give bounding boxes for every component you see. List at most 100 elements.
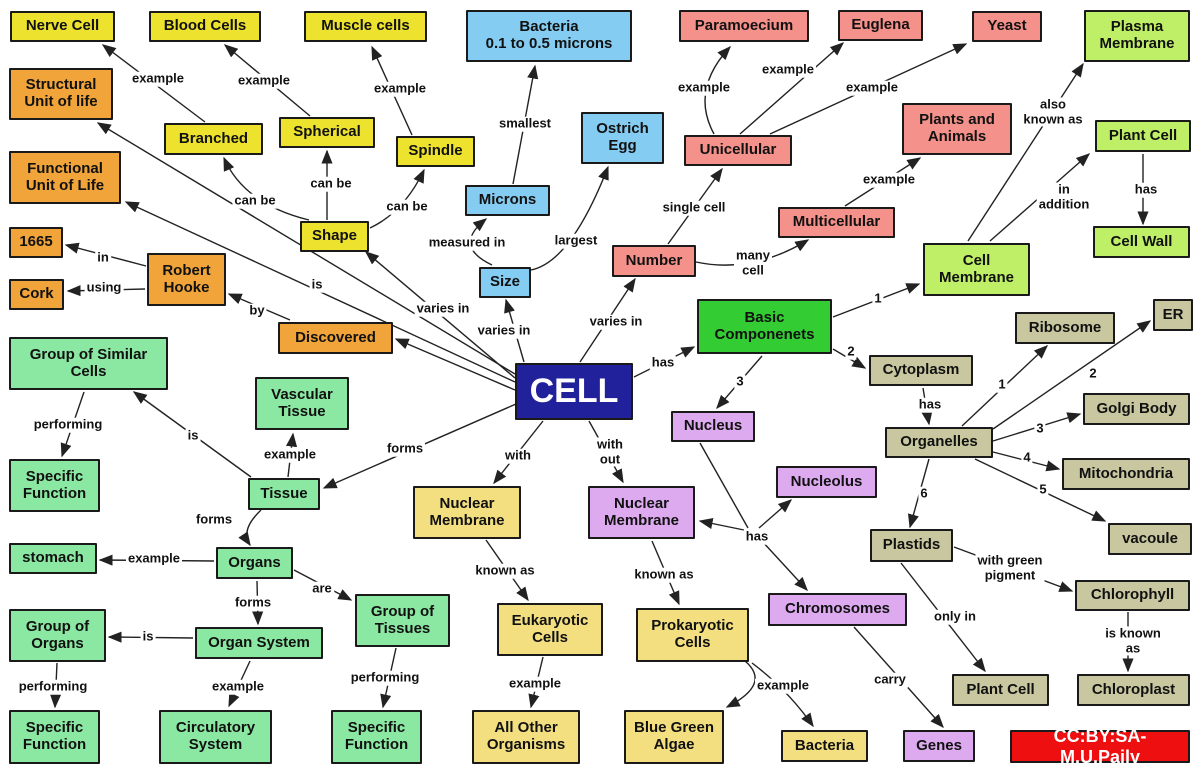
node-circulatory-system: Circulatory System xyxy=(159,710,272,764)
node-cork: Cork xyxy=(9,279,64,310)
edge-label-shape-to-spindle: can be xyxy=(384,198,430,215)
edge-label-size-to-ostrich-egg: largest xyxy=(552,232,600,249)
edge-label-number-to-multicellular: many cell xyxy=(734,247,772,278)
node-plasma-membrane: Plasma Membrane xyxy=(1084,10,1190,62)
edge-label-organs-to-organ-system: forms xyxy=(232,594,274,611)
edge-label-size-to-microns: measured in xyxy=(426,234,508,251)
edge-label-cell-membrane-to-plant-cell-top: in addition xyxy=(1036,181,1092,212)
edge-label-organelles-to-er: 2 xyxy=(1087,365,1099,382)
edge-label-robert-hooke-to-year-1665: in xyxy=(95,249,111,266)
edge-label-group-of-organs-to-specific-function-2: performing xyxy=(16,678,90,695)
edge-label-cell-to-shape: varies in xyxy=(414,300,472,317)
node-functional-unit: Functional Unit of Life xyxy=(9,151,121,204)
edge-label-organelles-to-vacoule: 5 xyxy=(1037,481,1049,498)
edge-has-fork-to-chromosomes xyxy=(760,539,808,592)
edge-label-spindle-to-muscle-cells: example xyxy=(371,80,429,97)
node-tissue: Tissue xyxy=(248,478,320,510)
node-ostrich-egg: Ostrich Egg xyxy=(581,112,664,164)
node-chromosomes: Chromosomes xyxy=(768,593,907,626)
edge-label-multicellular-to-plants-and-animals: example xyxy=(860,171,918,188)
edge-label-organelles-to-mitochondria: 4 xyxy=(1021,449,1033,466)
edge-shape-to-branched xyxy=(223,156,310,221)
node-plant-cell-top: Plant Cell xyxy=(1095,120,1191,152)
node-specific-function-1: Specific Function xyxy=(9,459,100,512)
edge-label-shape-to-branched: can be xyxy=(232,192,278,209)
node-nuclear-membrane-without: Nuclear Membrane xyxy=(588,486,695,539)
node-organs: Organs xyxy=(216,547,293,579)
node-cell: CELL xyxy=(515,363,633,420)
node-cytoplasm: Cytoplasm xyxy=(869,355,973,386)
edge-label-basic-components-to-cell-membrane: 1 xyxy=(872,290,884,307)
edge-label-chromosomes-to-genes: carry xyxy=(872,671,908,688)
edge-label-spherical-to-blood-cells: example xyxy=(235,72,293,89)
edge-label-robert-hooke-to-cork: using xyxy=(84,279,124,296)
node-structural-unit: Structural Unit of life xyxy=(9,68,113,120)
node-nucleus: Nucleus xyxy=(671,411,755,442)
node-branched: Branched xyxy=(164,123,263,155)
node-plastids: Plastids xyxy=(870,529,953,562)
node-specific-function-2: Specific Function xyxy=(9,710,100,764)
node-spindle: Spindle xyxy=(396,136,475,167)
edge-label-tissue-to-vascular-tissue: example xyxy=(261,446,319,463)
node-basic-components: Basic Componenets xyxy=(697,299,832,354)
node-year-1665: 1665 xyxy=(9,227,63,258)
edge-label-organelles-to-plastids: 6 xyxy=(918,485,930,502)
node-multicellular: Multicellular xyxy=(778,207,895,238)
edge-label-cell-to-tissue: forms xyxy=(384,440,426,457)
node-nucleolus: Nucleolus xyxy=(776,466,877,498)
node-bacteria-size: Bacteria 0.1 to 0.5 microns xyxy=(466,10,632,62)
edge-label-basic-components-to-nucleus: 3 xyxy=(734,373,746,390)
node-vascular-tissue: Vascular Tissue xyxy=(255,377,349,430)
node-genes: Genes xyxy=(903,730,975,762)
edge-label-nuclear-membrane-with-to-eukaryotic-cells: known as xyxy=(473,562,537,579)
node-all-other-organisms: All Other Organisms xyxy=(472,710,580,764)
node-plants-and-animals: Plants and Animals xyxy=(902,103,1012,155)
edge-label-group-of-similar-cells-to-specific-function-1: performing xyxy=(31,416,105,433)
node-nuclear-membrane-with: Nuclear Membrane xyxy=(413,486,521,539)
node-microns: Microns xyxy=(465,185,550,216)
node-er: ER xyxy=(1153,299,1193,331)
edge-label-discovered-to-robert-hooke: by xyxy=(247,302,267,319)
node-group-of-organs: Group of Organs xyxy=(9,609,106,662)
edge-size-to-ostrich-egg xyxy=(530,165,609,271)
edge-tissue-to-organs xyxy=(238,509,262,547)
node-paramoecium: Paramoecium xyxy=(679,10,809,42)
edge-label-eukaryotic-cells-to-all-other-organisms: example xyxy=(506,675,564,692)
node-group-of-similar-cells: Group of Similar Cells xyxy=(9,337,168,390)
edge-nucleus-to-has-fork xyxy=(699,442,749,529)
node-bacteria: Bacteria xyxy=(781,730,868,762)
node-stomach: stomach xyxy=(9,543,97,574)
edge-label-tissue-to-organs: forms xyxy=(193,511,235,528)
edge-label-organelles-to-ribosome: 1 xyxy=(996,376,1008,393)
edge-label-organelles-to-golgi-body: 3 xyxy=(1034,420,1046,437)
node-yeast: Yeast xyxy=(972,11,1042,42)
edge-label-unicellular-to-paramoecium: example xyxy=(675,79,733,96)
edge-label-organs-to-stomach: example xyxy=(125,550,183,567)
node-prokaryotic-cells: Prokaryotic Cells xyxy=(636,608,749,662)
node-organelles: Organelles xyxy=(885,427,993,458)
edge-label-nuclear-membrane-without-to-prokaryotic-cells: known as xyxy=(632,566,696,583)
edge-cell-to-discovered xyxy=(394,338,516,391)
edge-label-organ-system-to-circulatory-system: example xyxy=(209,678,267,695)
edge-organelles-to-er xyxy=(992,320,1152,430)
edge-cell-membrane-to-plasma-membrane xyxy=(967,62,1084,242)
edge-has-fork-to-nucleolus xyxy=(758,499,793,529)
edge-label-number-to-unicellular: single cell xyxy=(660,199,728,216)
node-chlorophyll: Chlorophyll xyxy=(1075,580,1190,611)
node-eukaryotic-cells: Eukaryotic Cells xyxy=(497,603,603,656)
node-vacoule: vacoule xyxy=(1108,523,1192,555)
edge-label-cell-membrane-to-plasma-membrane: also known as xyxy=(1021,96,1085,127)
edge-label-cell-to-nuclear-membrane-without: with out xyxy=(595,436,625,467)
node-ribosome: Ribosome xyxy=(1015,312,1115,344)
edge-prokaryotic-cells-to-blue-green-algae xyxy=(725,660,756,708)
edge-label-cytoplasm-to-organelles: has xyxy=(916,396,944,413)
node-muscle-cells: Muscle cells xyxy=(304,11,427,42)
edge-label-tissue-to-group-of-similar-cells: is xyxy=(185,427,201,444)
edge-label-microns-to-bacteria-size: smallest xyxy=(496,115,554,132)
node-specific-function-3: Specific Function xyxy=(331,710,422,764)
edge-label-organs-to-group-of-tissues: are xyxy=(310,580,334,597)
node-organ-system: Organ System xyxy=(195,627,323,659)
edge-label-cell-to-functional-unit: is xyxy=(309,276,325,293)
edge-label-unicellular-to-yeast: example xyxy=(843,79,901,96)
